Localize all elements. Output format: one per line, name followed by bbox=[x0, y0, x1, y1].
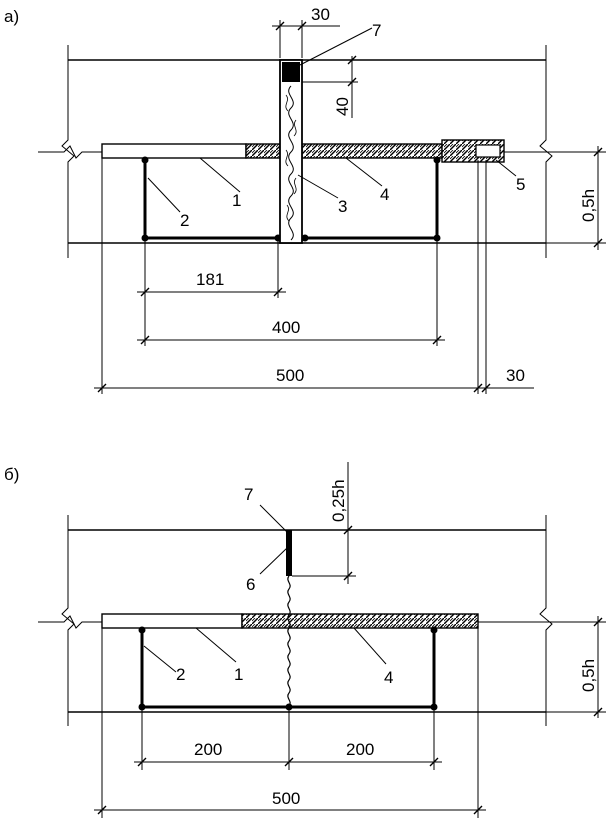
callout-6-b: 6 bbox=[246, 575, 255, 594]
hatched-band-4-a-right bbox=[301, 143, 443, 159]
dim-40-a: 40 bbox=[302, 55, 358, 118]
callout-5-a: 5 bbox=[516, 175, 525, 194]
callout-3-a: 3 bbox=[338, 197, 347, 216]
leader-7-a bbox=[299, 27, 373, 66]
crack-line-b bbox=[287, 575, 291, 707]
svg-text:0,5h: 0,5h bbox=[579, 189, 598, 222]
svg-text:181: 181 bbox=[196, 270, 224, 289]
leader-4-b bbox=[353, 627, 387, 665]
panel-label-b: б) bbox=[4, 465, 19, 484]
slab-outline-b bbox=[38, 515, 553, 726]
callout-2-b: 2 bbox=[176, 665, 185, 684]
leader-2-b bbox=[143, 645, 177, 673]
svg-text:0,5h: 0,5h bbox=[579, 659, 598, 692]
diagram-b: б) 7 6 bbox=[4, 462, 606, 818]
callout-1-b: 1 bbox=[234, 665, 243, 684]
callout-4-b: 4 bbox=[384, 668, 393, 687]
hatched-band-4-b bbox=[241, 613, 479, 629]
dim-500-a: 500 30 bbox=[94, 366, 534, 393]
slab-outline-a bbox=[38, 45, 553, 258]
panel-label-a: а) bbox=[4, 7, 19, 26]
dim-200-200-b: 200 200 bbox=[134, 740, 442, 767]
svg-text:400: 400 bbox=[272, 318, 300, 337]
dim-400-a: 400 bbox=[137, 318, 445, 345]
dim-quarter-height-b: 0,25h bbox=[292, 462, 356, 584]
leader-2-a bbox=[147, 177, 181, 213]
end-box-5-a-inner bbox=[475, 144, 501, 158]
svg-text:30: 30 bbox=[506, 366, 525, 385]
dim-height-b: 0,5h bbox=[480, 616, 606, 718]
svg-text:500: 500 bbox=[276, 366, 304, 385]
node-dots-b bbox=[138, 626, 438, 711]
leader-1-a bbox=[199, 157, 241, 193]
leader-6-b bbox=[259, 547, 288, 575]
dim-height-a: 0,5h bbox=[506, 146, 606, 250]
callout-4-a: 4 bbox=[380, 185, 389, 204]
svg-text:30: 30 bbox=[311, 5, 330, 24]
diagram-a: а) bbox=[4, 5, 606, 394]
leader-7-b bbox=[259, 504, 288, 533]
callout-1-a: 1 bbox=[232, 191, 241, 210]
dim-181-a: 181 bbox=[137, 270, 286, 297]
svg-text:0,25h: 0,25h bbox=[329, 479, 348, 522]
seal-7-b bbox=[286, 530, 292, 576]
dim-500-b: 500 bbox=[94, 789, 486, 815]
dim-30-top-a: 30 bbox=[272, 5, 340, 58]
wavy-filler-a bbox=[288, 85, 294, 241]
strip-1-b bbox=[101, 613, 243, 629]
svg-text:40: 40 bbox=[333, 97, 352, 116]
callout-7-a: 7 bbox=[372, 21, 381, 40]
leader-4-a bbox=[345, 157, 383, 187]
svg-text:500: 500 bbox=[272, 789, 300, 808]
leader-1-b bbox=[195, 627, 237, 663]
svg-text:200: 200 bbox=[346, 740, 374, 759]
hatched-band-4-a bbox=[245, 143, 281, 159]
leader-3-a bbox=[297, 174, 339, 199]
svg-text:200: 200 bbox=[194, 740, 222, 759]
callout-7-b: 7 bbox=[244, 485, 253, 504]
leader-5-a bbox=[495, 159, 517, 177]
callout-2-a: 2 bbox=[180, 211, 189, 230]
strip-1-a bbox=[101, 143, 247, 159]
seal-7-a bbox=[282, 62, 300, 82]
